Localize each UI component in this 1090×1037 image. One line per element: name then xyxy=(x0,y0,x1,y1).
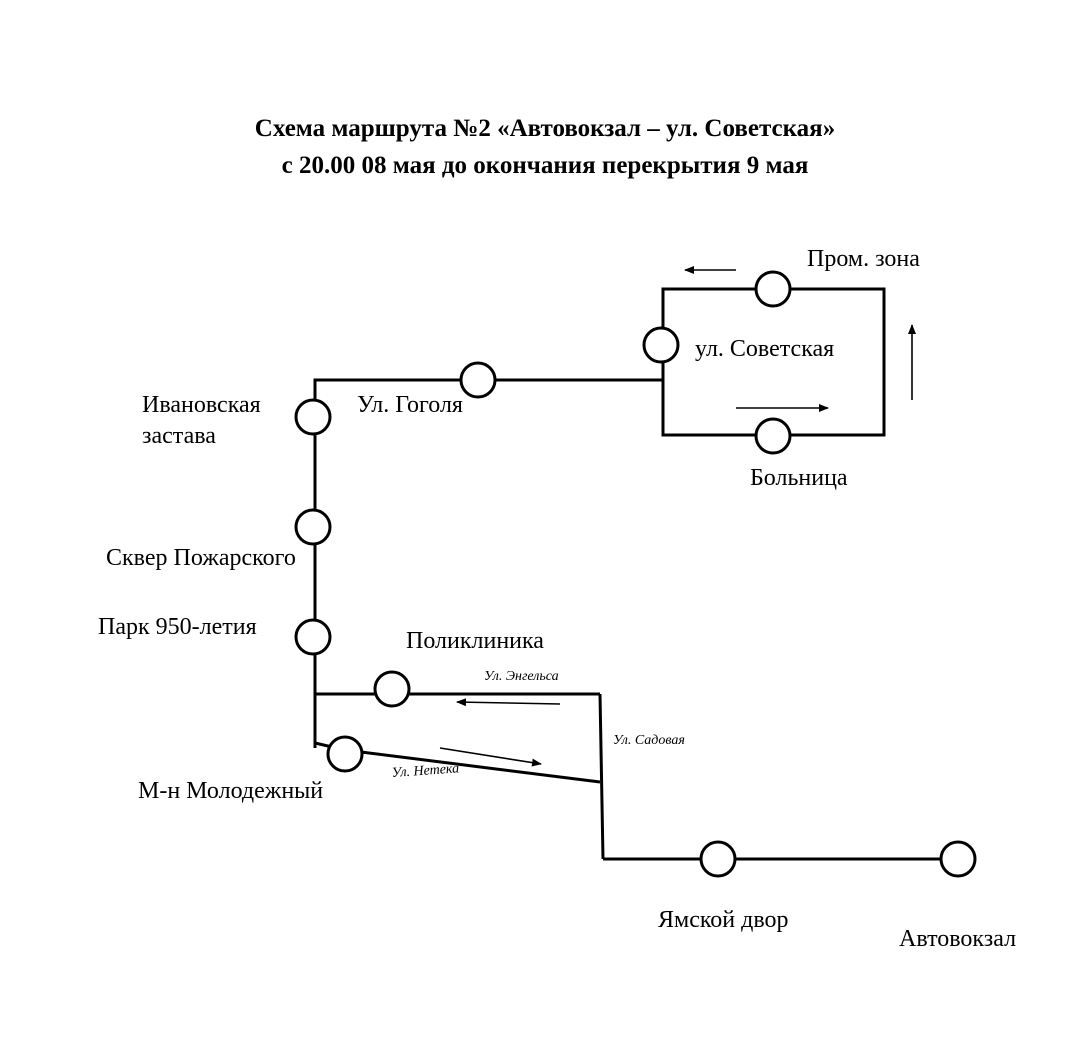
stop-yamskoy xyxy=(699,840,737,878)
label-bolnitsa: Больница xyxy=(750,465,848,491)
label-yamskoy: Ямской двор xyxy=(658,907,789,933)
label-prom-zona: Пром. зона xyxy=(807,246,920,272)
stop-ivanovskaya xyxy=(294,398,332,436)
stop-skver xyxy=(294,508,332,546)
stop-park xyxy=(294,618,332,656)
label-poliklinika: Поликлиника xyxy=(406,628,544,654)
stop-sovetskaya xyxy=(642,326,680,364)
arrow-right-neteka xyxy=(439,747,542,767)
diagram-title-line-1: Схема маршрута №2 «Автовокзал – ул. Сове… xyxy=(254,115,836,142)
label-avtovokzal: Автовокзал xyxy=(899,926,1016,952)
stop-gogolya xyxy=(459,361,497,399)
stop-molodezhny xyxy=(326,735,364,773)
diagram-title-line-2: с 20.00 08 мая до окончания перекрытия 9… xyxy=(281,152,809,179)
label-molodezhny: М-н Молодежный xyxy=(138,778,323,804)
label-park: Парк 950-летия xyxy=(98,614,257,640)
stop-avtovokzal xyxy=(939,840,977,878)
stop-prom-zona xyxy=(754,270,792,308)
label-skver: Сквер Пожарского xyxy=(106,545,296,571)
street-sadovaya: Ул. Садовая xyxy=(613,733,685,748)
stop-bolnitsa xyxy=(754,417,792,455)
arrow-left-engelsa xyxy=(456,698,561,707)
label-ivanovskaya-line2: застава xyxy=(142,423,216,449)
street-neteka: Ул. Нетека xyxy=(391,761,459,781)
loop-rectangle xyxy=(661,287,886,437)
label-gogolya: Ул. Гоголя xyxy=(357,392,463,418)
label-sovetskaya: ул. Советская xyxy=(695,336,834,362)
street-engelsa: Ул. Энгельса xyxy=(484,669,559,684)
stop-poliklinika xyxy=(373,670,411,708)
route-sadovaya-line xyxy=(598,693,605,860)
label-ivanovskaya-line1: Ивановская xyxy=(142,392,261,418)
